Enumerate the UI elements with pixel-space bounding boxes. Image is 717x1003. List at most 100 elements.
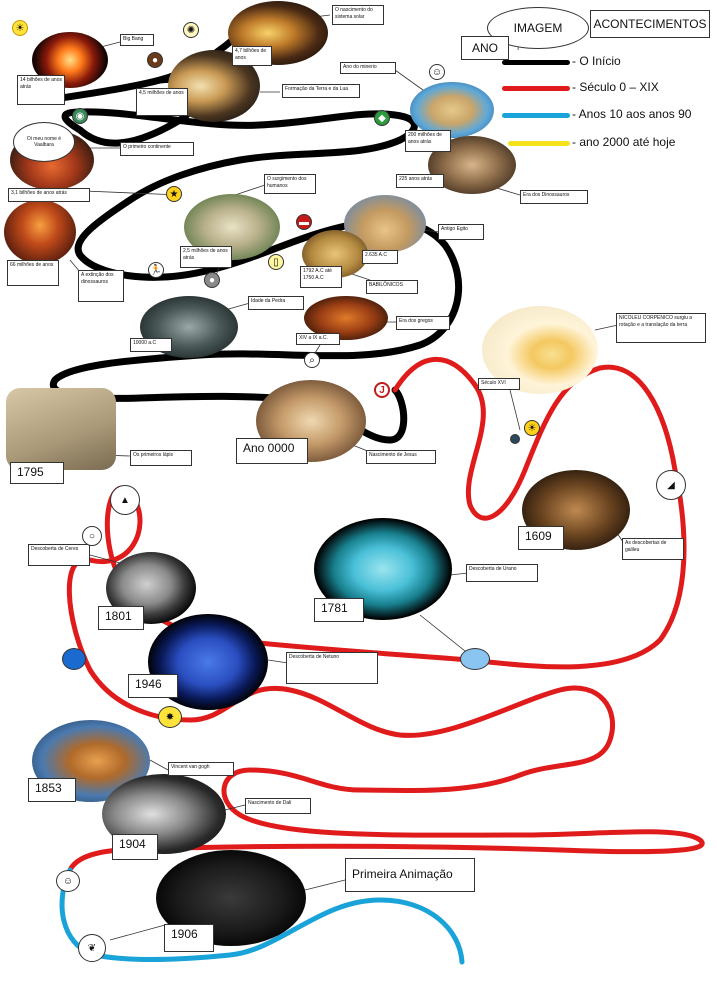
- label-2-5-milhoes-text: 2,5 milhões de anos atrás: [183, 248, 228, 261]
- label-terra-lua: Formação da Terra e da Lua: [282, 84, 360, 98]
- label-sistema-solar: O nascimento do sistema solar: [332, 5, 384, 25]
- label-2635-ac-text: 2.635 A.C: [365, 252, 387, 258]
- label-10000-ac: 10000 a.C: [130, 338, 172, 352]
- j-badge-icon: J: [374, 382, 390, 398]
- label-copernico: NICOLEU CORPENICO surgiu a rotação e a t…: [616, 313, 706, 343]
- label-66-milhoes: 66 milhões de anos: [7, 260, 59, 286]
- label-3-1-bilhoes: 3,1 bilhões de anos atrás: [8, 188, 90, 202]
- sparkle-icon: ✺: [183, 22, 199, 38]
- label-surgimento-humanos: O surgimento dos humanos: [264, 174, 316, 194]
- year-1609-text: 1609: [525, 529, 552, 543]
- label-big-bang: Big Bang: [120, 34, 154, 46]
- year-1853: 1853: [28, 778, 76, 802]
- label-200-milhoes-text: 200 milhões de anos atrás: [408, 132, 442, 145]
- label-14-bilhoes: 14 bilhões de anos atrás: [17, 75, 65, 105]
- dot-icon: [510, 434, 520, 444]
- jar-icon: ▯: [268, 254, 284, 270]
- label-4-7-bilhoes: 4,7 bilhões de anos: [232, 46, 272, 66]
- label-big-bang-text: Big Bang: [123, 36, 144, 42]
- bright-sun-icon: ☀: [524, 420, 540, 436]
- label-antigo-egito: Antigo Egito: [438, 224, 484, 240]
- label-descoberta-netuno: Descoberta de Netuno: [286, 652, 378, 684]
- header-imagem: IMAGEM: [487, 7, 589, 49]
- year-ano-0000-text: Ano 0000: [243, 441, 295, 455]
- legend-blue-line: [502, 113, 570, 118]
- year-1946-text: 1946: [135, 677, 162, 691]
- label-4-7-bilhoes-text: 4,7 bilhões de anos: [235, 48, 267, 61]
- label-sistema-solar-text: O nascimento do sistema solar: [335, 7, 373, 20]
- label-primeiros-lapis: Os primeiros lápis: [130, 450, 192, 466]
- legend-yellow-line: [508, 141, 570, 146]
- vaalbara-bubble-text: Oi meu nome é Vaalbara: [26, 136, 62, 148]
- label-copernico-text: NICOLEU CORPENICO surgiu a rotação e a t…: [619, 315, 693, 328]
- blue-planet-icon: [62, 648, 86, 670]
- header-ano: ANO: [461, 36, 509, 60]
- legend-yellow-label: - ano 2000 até hoje: [572, 135, 676, 149]
- label-seculo-xvi-text: Século XVI: [481, 380, 506, 386]
- year-1904: 1904: [112, 834, 158, 860]
- label-1792-ac: 1792 A.C até 1750 A.C: [300, 266, 342, 288]
- label-babilonicos-text: BABILÔNICOS: [369, 282, 403, 288]
- label-10000-ac-text: 10000 a.C: [133, 340, 157, 346]
- legend-black-label: - O Início: [572, 54, 621, 68]
- legend-red-line: [502, 86, 570, 91]
- label-primeiro-continente: O primeiro continente: [120, 142, 194, 156]
- cookie-icon: ●: [147, 52, 163, 68]
- label-descoberta-ceres-text: Descoberta de Ceres: [31, 546, 79, 552]
- legend-red-label: - Século 0 – XIX: [572, 80, 659, 94]
- obelisk-icon: ▲: [110, 485, 140, 515]
- label-descoberta-urano: Descoberta de Urano: [466, 564, 538, 582]
- header-ano-label: ANO: [471, 41, 498, 55]
- label-primeiro-continente-text: O primeiro continente: [123, 144, 171, 150]
- label-200-milhoes: 200 milhões de anos atrás: [405, 130, 451, 152]
- label-4-5-milhoes-text: 4,5 milhões de anos: [139, 90, 184, 96]
- burst-icon: ✸: [158, 706, 182, 728]
- red-timeline-path: [66, 356, 705, 873]
- label-ano-minerio-text: Ano do minerio: [343, 64, 377, 70]
- header-acontecimentos: ACONTECIMENTOS: [590, 10, 710, 38]
- label-66-milhoes-text: 66 milhões de anos: [10, 262, 54, 268]
- label-2635-ac: 2.635 A.C: [362, 250, 398, 264]
- label-antigo-egito-text: Antigo Egito: [441, 226, 468, 232]
- flag-icon: ▬: [296, 214, 312, 230]
- label-primeiros-lapis-text: Os primeiros lápis: [133, 452, 174, 458]
- label-era-dinossauros-text: Era dos Dinossauros: [523, 192, 570, 198]
- label-xiv-ix-ac: XIV a IX a.C.: [296, 333, 340, 345]
- label-extincao-text: A extinção dos dinossauros: [81, 272, 114, 285]
- label-primeira-animacao: Primeira Animação: [345, 858, 475, 892]
- label-2-5-milhoes: 2,5 milhões de anos atrás: [180, 246, 232, 268]
- label-3-1-bilhoes-text: 3,1 bilhões de anos atrás: [11, 190, 67, 196]
- vaalbara-speech-bubble: Oi meu nome é Vaalbara: [13, 122, 75, 162]
- legend-blue-label: - Anos 10 aos anos 90: [572, 107, 692, 121]
- year-1795: 1795: [10, 462, 64, 484]
- year-1795-text: 1795: [17, 465, 44, 479]
- blue-timeline-path: [59, 867, 465, 965]
- label-nascimento-dali: Nascimento de Dali: [245, 798, 311, 814]
- label-nascimento-dali-text: Nascimento de Dali: [248, 800, 292, 806]
- label-seculo-xvi: Século XVI: [478, 378, 520, 390]
- label-nascimento-jesus: Nascimento de Jesus: [366, 450, 436, 464]
- year-1904-text: 1904: [119, 837, 146, 851]
- label-xiv-ix-ac-text: XIV a IX a.C.: [299, 335, 328, 341]
- label-descobertas-galileu: As descobertas de galileu: [622, 538, 684, 560]
- label-era-gregos: Era dos gregos: [396, 316, 450, 330]
- label-descoberta-netuno-text: Descoberta de Netuno: [289, 654, 340, 660]
- flower-icon: ❦: [78, 934, 106, 962]
- volcano-image: [4, 200, 76, 264]
- year-1946: 1946: [128, 674, 178, 698]
- label-14-bilhoes-text: 14 bilhões de anos atrás: [20, 77, 62, 90]
- label-4-5-milhoes: 4,5 milhões de anos: [136, 88, 188, 116]
- year-1781-text: 1781: [321, 601, 348, 615]
- label-terra-lua-text: Formação da Terra e da Lua: [285, 86, 349, 92]
- label-extincao: A extinção dos dinossauros: [78, 270, 124, 302]
- rock-icon: ●: [204, 272, 220, 288]
- label-primeira-animacao-text: Primeira Animação: [352, 867, 453, 881]
- label-surgimento-humanos-text: O surgimento dos humanos: [267, 176, 307, 189]
- label-idade-pedra: Idade da Pedra: [248, 296, 304, 310]
- year-1609: 1609: [518, 526, 564, 550]
- label-van-gogh-text: Vincent van gogh: [171, 764, 210, 770]
- label-descobertas-galileu-text: As descobertas de galileu: [625, 540, 667, 553]
- year-1853-text: 1853: [35, 781, 62, 795]
- label-descoberta-urano-text: Descoberta de Urano: [469, 566, 517, 572]
- header-imagem-label: IMAGEM: [513, 21, 563, 35]
